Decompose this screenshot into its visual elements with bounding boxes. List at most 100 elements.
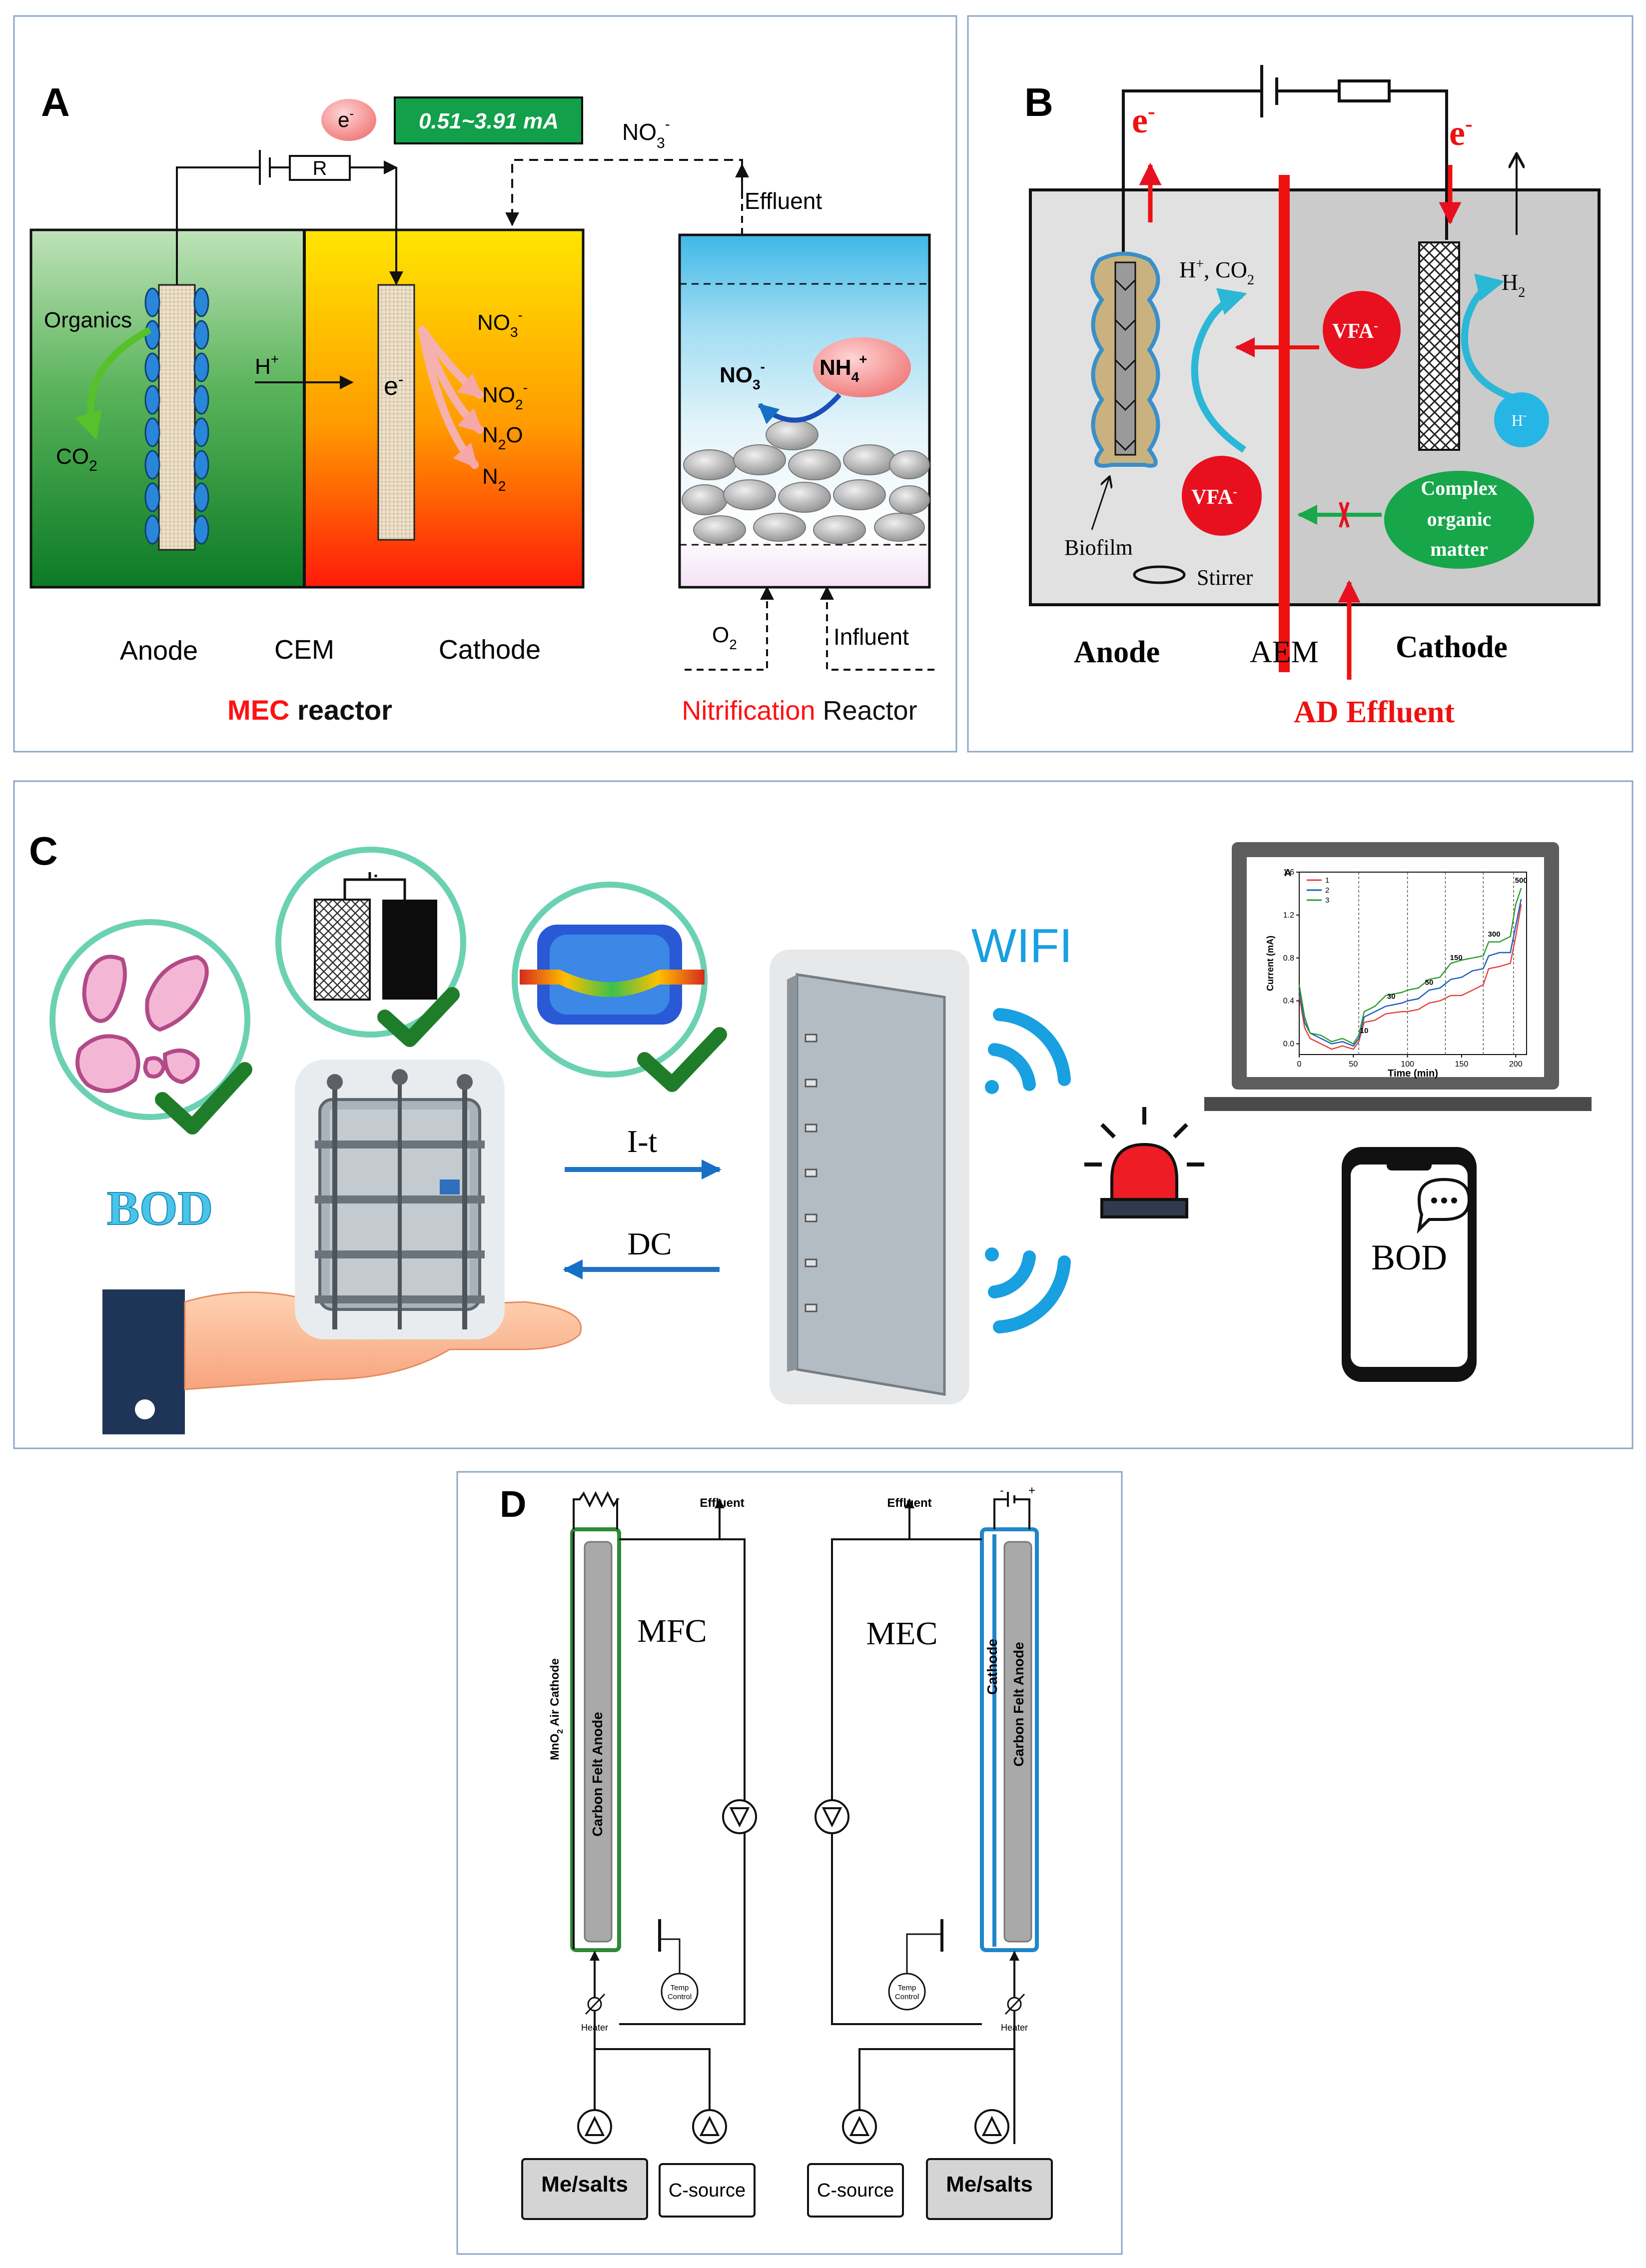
mno2-cathode-label: MnO2 Air Cathode [548,1658,565,1760]
mfc-external-load [573,1491,620,1529]
mec-temp-control [888,1973,926,2011]
cathode-reduction-arc [1461,273,1521,403]
chart-series-line-1 [1298,904,1522,1050]
co2-label: CO2 [56,444,97,474]
b-anode-label: Anode [1074,635,1160,669]
mec-recirculation-loop [831,1538,982,2025]
chart-y-tick-label: 0.8 [1283,954,1294,963]
wifi-signal-lower [985,1247,1071,1333]
circuit-wire-a [176,166,260,285]
panel-d: D Carbon Felt Anode MnO2 Air Cathode Eff… [456,1471,1123,2255]
product-n2o: N2O [482,423,523,452]
phone-bod-label: BOD [1371,1237,1447,1277]
chart-series-line-3 [1298,888,1522,1045]
complex-organic-ellipse [1384,471,1534,569]
nitrate-top-label: NO3- [622,116,670,151]
nitrate-reactor-label: NO3- [720,359,765,392]
chart-y-tick-label: 0.0 [1283,1040,1294,1049]
resistor-b [1338,79,1391,102]
stirrer-label: Stirrer [1197,565,1253,590]
h-co2-label: H+, CO2 [1179,256,1254,288]
wifi-label: WIFI [971,919,1073,973]
wifi-signal-upper [985,1008,1071,1094]
mec-plus: + [1028,1484,1035,1497]
mfc-pump-icon [722,1799,757,1834]
mec-power-supply [993,1492,1030,1529]
chart-legend-label-2: 2 [1325,886,1329,895]
panel-a: A R e- 0.51~3.91 mA NO3- Effluent [13,15,957,753]
chart-annotation: 50 [1425,978,1434,987]
chart-x-tick-label: 200 [1509,1060,1523,1069]
alarm-light-icon [1084,1107,1204,1218]
chart-y-axis-label: Current (mA) [1265,936,1275,991]
ammonium-label: NH4+ [820,351,867,385]
anode-oxidation-arc [1191,288,1247,453]
ad-effluent-label: AD Effluent [1294,695,1455,729]
mec-csource-box [807,2163,904,2218]
mec-csource-pump [842,2109,877,2144]
phone-notch [1387,1159,1432,1170]
check-mark-3 [637,1027,727,1092]
complex-line-1: Complex [1421,477,1497,499]
vfa-cathode-label: VFA- [1332,318,1378,343]
mfc-heater-slash [585,1993,606,2015]
anode-biofilm [1090,251,1160,468]
chart-series-line-2 [1298,899,1522,1047]
chart-y-tick-label: 0.4 [1283,997,1294,1006]
resistor-box [289,155,351,181]
chart-panel-letter: A [1284,868,1291,879]
mfc-salts-pump [577,2109,612,2144]
sludge-flocs [682,419,930,544]
bod-label: BOD [107,1181,213,1235]
chart-x-tick-label: 0 [1297,1060,1302,1069]
laptop-base [1204,1097,1592,1111]
vfa-anode-label: VFA- [1191,484,1237,509]
electron-right: e- [1449,111,1473,153]
complex-line-2: organic [1427,508,1492,530]
denitrification-arrows [418,326,484,469]
circuit-b-right [1389,89,1448,240]
mfc-csource-box [659,2163,756,2218]
mfc-effluent-label: Effluent [700,1496,744,1510]
electron-badge [321,99,376,141]
current-range: 0.51~3.91 mA [419,109,559,133]
mec-heater-label: Heater [1001,2023,1028,2033]
chart-annotation: 300 [1488,930,1500,939]
hminus-label: H- [1512,409,1527,429]
it-label: I-t [627,1124,658,1159]
reactor-device [315,1069,485,1329]
flow-sim-inner [550,935,670,1015]
mfc-temp-control [661,1973,699,2011]
o2-label: O2 [712,623,737,652]
mec-label: MEC [866,1615,937,1652]
mfc-carbon-felt [584,1541,613,1943]
mfc-carbon-felt-label: Carbon Felt Anode [590,1712,605,1836]
flow-sim-stream [520,970,705,997]
biofilm-cells [144,287,209,545]
connector-ports [805,1034,818,1312]
mfc-salts-pump-tri [584,2116,605,2136]
organics-label: Organics [44,308,132,332]
b-cathode-label: Cathode [1396,630,1508,664]
complex-line-3: matter [1430,538,1488,560]
mfc-csource-label: C-source [669,2180,746,2201]
chart-y-tick-label: 1.6 [1283,868,1294,877]
mfc-temp-wire [660,1938,681,1974]
panel-d-letter: D [500,1483,526,1525]
mfc-label: MFC [637,1613,707,1649]
cathode-electrode [377,284,415,541]
electron-left: e- [1132,99,1155,140]
mfc-pump-triangle [729,1807,750,1828]
b-aem-label: AEM [1250,635,1319,669]
mfc-temp-label-2: Control [668,1993,692,2001]
o2-line [685,586,774,671]
influent-label: Influent [833,624,909,650]
ammonium-badge [813,337,911,397]
control-box-side [787,975,797,1372]
mec-minus: - [1000,1484,1004,1497]
nitrification-arrow [758,393,841,424]
mec-effluent-label: Effluent [887,1496,931,1510]
mec-pump-icon [815,1799,849,1834]
